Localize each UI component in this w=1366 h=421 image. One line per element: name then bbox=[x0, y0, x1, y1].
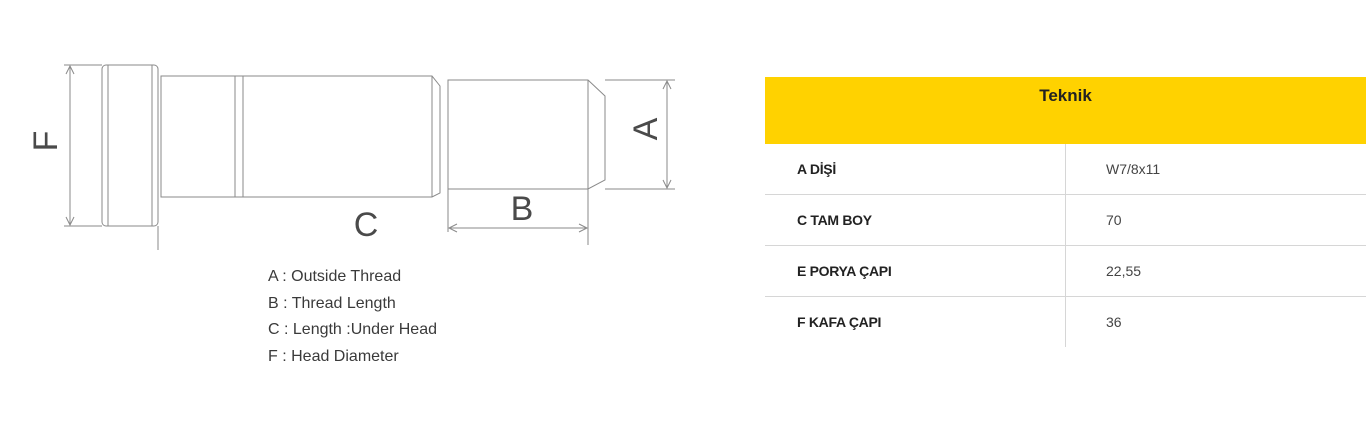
legend-item-a: A : Outside Thread bbox=[268, 268, 402, 285]
bolt-thread bbox=[447, 79, 606, 190]
spec-table-header: Teknik bbox=[765, 77, 1366, 144]
spec-key: F KAFA ÇAPI bbox=[765, 296, 1066, 347]
spec-key: E PORYA ÇAPI bbox=[765, 245, 1066, 297]
spec-table: Teknik A DİŞİ W7/8x11 C TAM BOY 70 E POR… bbox=[765, 77, 1366, 347]
spec-value: 36 bbox=[1106, 314, 1122, 330]
legend-item-c: C : Length :Under Head bbox=[268, 321, 437, 339]
legend-item-b: B : Thread Length bbox=[268, 294, 396, 312]
dim-label-c: C bbox=[354, 206, 379, 244]
spec-key: A DİŞİ bbox=[765, 144, 1066, 195]
bolt-neck bbox=[160, 75, 236, 198]
dim-label-a: A bbox=[627, 117, 665, 140]
spec-value: 70 bbox=[1065, 194, 1366, 246]
table-row: C TAM BOY 70 bbox=[765, 194, 1366, 246]
legend-item-f: F : Head Diameter bbox=[268, 348, 399, 366]
table-row: E PORYA ÇAPI 22,55 bbox=[765, 245, 1366, 297]
spec-value: 22,55 bbox=[1065, 245, 1366, 297]
spec-key: C TAM BOY bbox=[765, 194, 1066, 246]
dim-label-f: F bbox=[27, 131, 65, 152]
bolt-shank bbox=[242, 75, 441, 198]
dim-label-b: B bbox=[511, 190, 534, 228]
table-row: A DİŞİ W7/8x11 bbox=[765, 144, 1366, 195]
spec-value: W7/8x11 bbox=[1065, 144, 1366, 195]
table-row: F KAFA ÇAPI 36 bbox=[765, 296, 1366, 347]
bolt-head bbox=[101, 64, 159, 227]
bolt-groove bbox=[234, 75, 244, 198]
bolt-diagram: F C B A bbox=[27, 64, 675, 250]
dimension-legend: A : Outside Thread B : Thread Length C :… bbox=[268, 264, 437, 371]
